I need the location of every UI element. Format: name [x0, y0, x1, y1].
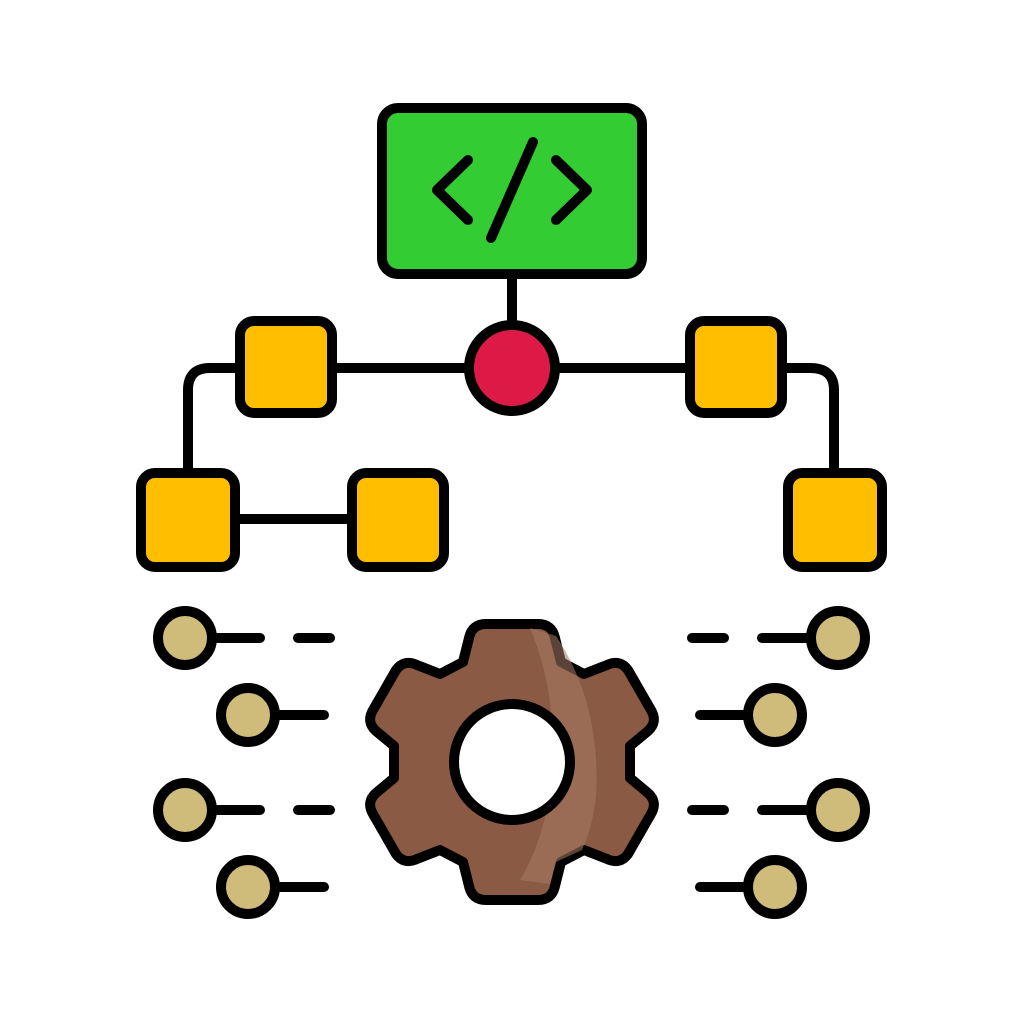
tree-node-top-right: [685, 316, 787, 418]
gear-hole: [449, 699, 575, 825]
code-box: [377, 103, 647, 279]
pin-right-4: [695, 855, 807, 919]
pin-left-3: [153, 778, 335, 842]
code-symbol-icon: [432, 137, 592, 243]
pin-right-3: [687, 778, 870, 842]
pin-right-2: [695, 683, 807, 747]
tree-node-top-left: [235, 316, 337, 418]
tree-connectors: [183, 270, 839, 524]
tree-node-bottom-right: [783, 468, 887, 572]
pin-left-4: [216, 855, 329, 919]
left-pins: [153, 606, 335, 919]
tree-node-bottom-middle: [347, 468, 449, 572]
connector-right-branch: [777, 363, 839, 479]
connector-left-branch: [183, 363, 245, 479]
pin-left-1: [153, 606, 335, 670]
hub-node: [464, 320, 560, 416]
pin-right-1: [687, 606, 870, 670]
tree-node-bottom-left: [136, 468, 240, 572]
tree-nodes: [136, 316, 887, 572]
gear-icon: [365, 619, 659, 905]
right-pins: [687, 606, 870, 919]
pin-left-2: [216, 683, 329, 747]
